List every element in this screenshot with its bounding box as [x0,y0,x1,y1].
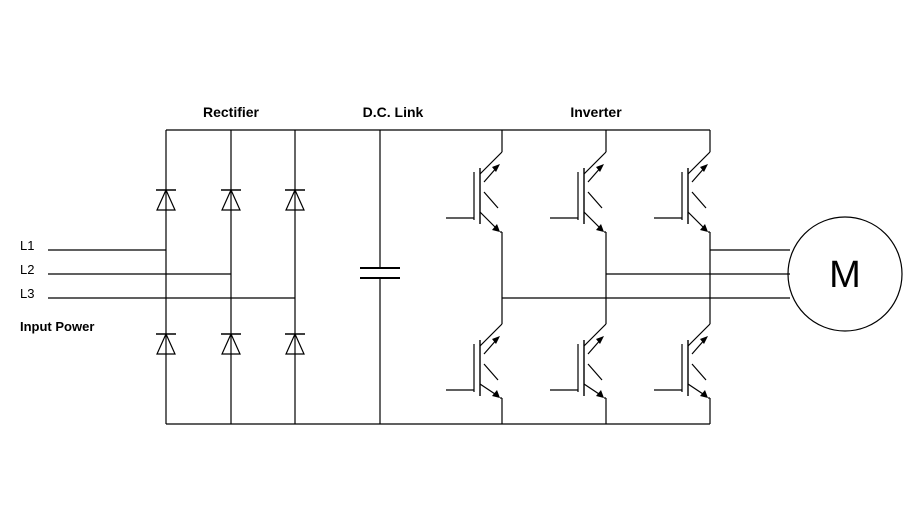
inverter-title: Inverter [570,104,622,120]
phase-label-l1: L1 [20,238,34,253]
rectifier-title: Rectifier [203,104,260,120]
motor: M [787,216,903,332]
igbt-1 [446,130,503,258]
motor-circle [787,216,903,332]
inverter-bridge [446,130,790,424]
igbt-3 [550,130,607,258]
phase-label-l2: L2 [20,262,34,277]
dc-bus-rails [166,129,710,425]
motor-label: M [829,254,861,296]
diode-6 [285,332,305,355]
igbt-2 [446,302,503,424]
igbt-4 [550,302,607,424]
diode-2 [221,188,241,211]
diode-5 [221,332,241,355]
igbt-5 [654,130,711,258]
dc-link-title: D.C. Link [363,104,424,120]
diode-1 [156,188,176,211]
phase-label-l3: L3 [20,286,34,301]
diode-3 [285,188,305,211]
igbt-6 [654,302,711,424]
dc-link-capacitor [360,130,400,424]
input-power-label: Input Power [20,319,94,334]
rectifier-bridge [156,130,305,424]
diode-4 [156,332,176,355]
input-phase-lines [48,249,295,299]
